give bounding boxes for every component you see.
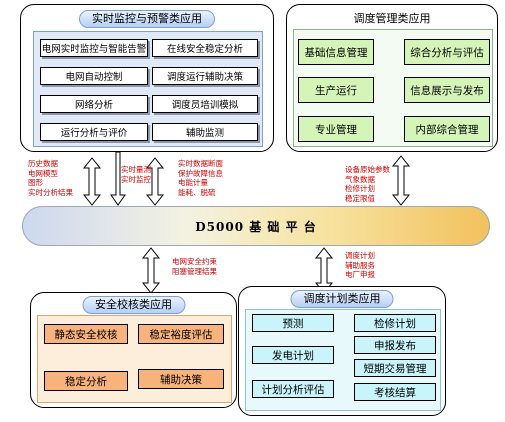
planning-inner: 预测 检修计划 发电计划 申报发布 短期交易管理 计划分析评估 考核结算 <box>245 309 441 411</box>
security-item-3[interactable]: 辅助决策 <box>138 369 224 389</box>
realtime-item-2[interactable]: 电网自动控制 <box>40 67 148 85</box>
note-dispatch-side: 设备原始参数 气象数据 检修计划 稳定限值 <box>345 165 390 203</box>
note-right-1: 保护故障信息 <box>178 168 223 178</box>
dispatch-title: 调度管理类应用 <box>353 12 431 25</box>
planning-item-2[interactable]: 发电计划 <box>252 346 334 364</box>
planning-item-4[interactable]: 短期交易管理 <box>354 359 436 377</box>
note-middle-1: 实时监控 <box>121 174 151 184</box>
dispatch-item-1[interactable]: 综合分析与评估 <box>404 39 490 65</box>
planning-item-6[interactable]: 考核结算 <box>354 383 436 401</box>
note-right-0: 实时数据断面 <box>178 159 223 168</box>
dispatch-item-5[interactable]: 内部综合管理 <box>404 116 490 142</box>
arrow-dispatch <box>391 155 411 206</box>
security-item-2[interactable]: 稳定分析 <box>44 371 128 391</box>
realtime-item-3[interactable]: 调度运行辅助决策 <box>152 67 258 85</box>
security-item-1[interactable]: 稳定裕度评估 <box>138 324 224 344</box>
dispatch-item-2[interactable]: 生产运行 <box>298 77 374 103</box>
dispatch-item-3[interactable]: 信息展示与发布 <box>404 77 490 103</box>
note-left-3: 实时分析结果 <box>28 187 73 197</box>
note-planning-side-0: 调度计划 <box>345 251 375 260</box>
note-security-side-1: 阻塞管理结果 <box>172 266 217 276</box>
note-security-side-0: 电网安全约束 <box>172 257 217 266</box>
security-panel: 安全校核类应用 静态安全校核 稳定裕度评估 稳定分析 辅助决策 <box>30 292 237 408</box>
planning-item-1[interactable]: 检修计划 <box>354 314 436 332</box>
planning-panel: 调度计划类应用 预测 检修计划 发电计划 申报发布 短期交易管理 计划分析评估 … <box>238 286 446 416</box>
note-left-2: 图形 <box>28 178 43 187</box>
note-dispatch-side-1: 气象数据 <box>345 174 375 184</box>
note-left-0: 历史数据 <box>28 159 58 168</box>
note-dispatch-side-2: 检修计划 <box>345 184 375 193</box>
planning-item-0[interactable]: 预测 <box>252 314 334 332</box>
note-left-1: 电网模型 <box>28 168 58 178</box>
note-right-3: 能耗、脱硫 <box>178 187 216 197</box>
note-middle: 实时量测 实时监控 <box>121 165 151 184</box>
note-planning-side: 调度计划 辅助服务 电厂申报 <box>345 251 375 280</box>
realtime-inner: 电网实时监控与智能告警 在线安全稳定分析 电网自动控制 调度运行辅助决策 网络分… <box>33 31 263 147</box>
realtime-item-5[interactable]: 调度员培训模拟 <box>152 95 258 113</box>
arrow-realtime-middle <box>110 151 126 206</box>
security-item-0[interactable]: 静态安全校核 <box>44 324 128 344</box>
realtime-item-6[interactable]: 运行分析与评价 <box>40 123 148 141</box>
realtime-item-4[interactable]: 网络分析 <box>40 95 148 113</box>
note-right-2: 电能计量 <box>178 178 208 187</box>
realtime-title: 实时监控与预警类应用 <box>79 10 215 28</box>
arrow-realtime-left <box>82 157 102 206</box>
security-inner: 静态安全校核 稳定裕度评估 稳定分析 辅助决策 <box>37 315 232 403</box>
note-planning-side-1: 辅助服务 <box>345 260 375 270</box>
platform-label: D5000 基 础 平 台 <box>195 220 317 234</box>
planning-item-5[interactable]: 计划分析评估 <box>252 380 334 398</box>
note-dispatch-side-0: 设备原始参数 <box>345 165 390 174</box>
dispatch-item-4[interactable]: 专业管理 <box>298 116 374 142</box>
security-title: 安全校核类应用 <box>82 296 185 314</box>
dispatch-panel: 调度管理类应用 基础信息管理 综合分析与评估 生产运行 信息展示与发布 专业管理… <box>286 4 498 152</box>
planning-title: 调度计划类应用 <box>290 290 394 308</box>
note-planning-side-2: 电厂申报 <box>345 270 375 279</box>
arrow-security <box>141 247 161 294</box>
realtime-item-7[interactable]: 辅助监测 <box>152 123 258 141</box>
note-right: 实时数据断面 保护故障信息 电能计量 能耗、脱硫 <box>178 159 223 197</box>
note-dispatch-side-3: 稳定限值 <box>345 193 375 203</box>
dispatch-inner: 基础信息管理 综合分析与评估 生产运行 信息展示与发布 专业管理 内部综合管理 <box>293 29 493 147</box>
note-left: 历史数据 电网模型 图形 实时分析结果 <box>28 159 73 197</box>
note-security-side: 电网安全约束 阻塞管理结果 <box>172 257 217 276</box>
realtime-item-0[interactable]: 电网实时监控与智能告警 <box>40 39 148 57</box>
realtime-panel: 实时监控与预警类应用 电网实时监控与智能告警 在线安全稳定分析 电网自动控制 调… <box>20 4 274 152</box>
arrow-realtime-right <box>145 157 165 206</box>
note-middle-0: 实时量测 <box>121 165 151 174</box>
realtime-item-1[interactable]: 在线安全稳定分析 <box>152 39 258 57</box>
planning-item-3[interactable]: 申报发布 <box>354 336 436 354</box>
d5000-platform: D5000 基 础 平 台 <box>22 206 490 246</box>
dispatch-item-0[interactable]: 基础信息管理 <box>298 39 374 65</box>
